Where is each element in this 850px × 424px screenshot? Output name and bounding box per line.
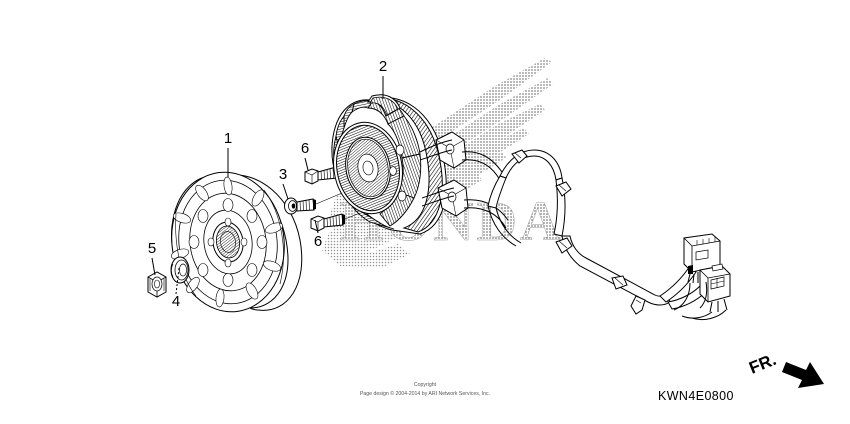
callout-1-label: 1 [224, 130, 232, 147]
fr-arrow-icon [782, 362, 824, 388]
callout-6-lower-label: 6 [314, 233, 322, 250]
connector-lower [699, 263, 731, 313]
callout-5-label: 5 [148, 240, 156, 257]
part-bolt-lower [310, 213, 345, 232]
part-nut [147, 271, 167, 298]
connector-upper [683, 233, 721, 284]
callout-4-label: 4 [172, 293, 180, 310]
part-number-label: KWN4E0800 [658, 389, 734, 403]
flywheel-inner-holes [207, 217, 248, 268]
flywheel-mid-holes [188, 198, 268, 287]
copyright-line-2: Page design © 2004-2014 by ARI Network S… [360, 390, 490, 397]
part-washer [170, 256, 190, 284]
callout-2: 2 [379, 58, 387, 99]
part-flywheel-rotor [170, 171, 303, 313]
part-bolt-flange [284, 197, 316, 215]
wiring-harness [419, 139, 731, 321]
part-stator-assembly [331, 94, 469, 235]
flywheel-outer-slots [171, 176, 283, 308]
fr-orientation-marker: FR. [746, 350, 824, 388]
callout-3: 3 [279, 166, 289, 200]
callout-3-label: 3 [279, 166, 287, 183]
fr-label: FR. [746, 350, 779, 378]
callout-6-upper-label: 6 [301, 140, 309, 157]
callout-6-upper: 6 [301, 140, 309, 171]
callout-4: 4 [172, 267, 180, 310]
callout-6-lower: 6 [314, 219, 322, 250]
callout-1: 1 [224, 130, 232, 177]
callout-5: 5 [148, 240, 156, 276]
copyright-line-1: Copyright [414, 382, 437, 388]
callout-2-label: 2 [379, 58, 387, 75]
